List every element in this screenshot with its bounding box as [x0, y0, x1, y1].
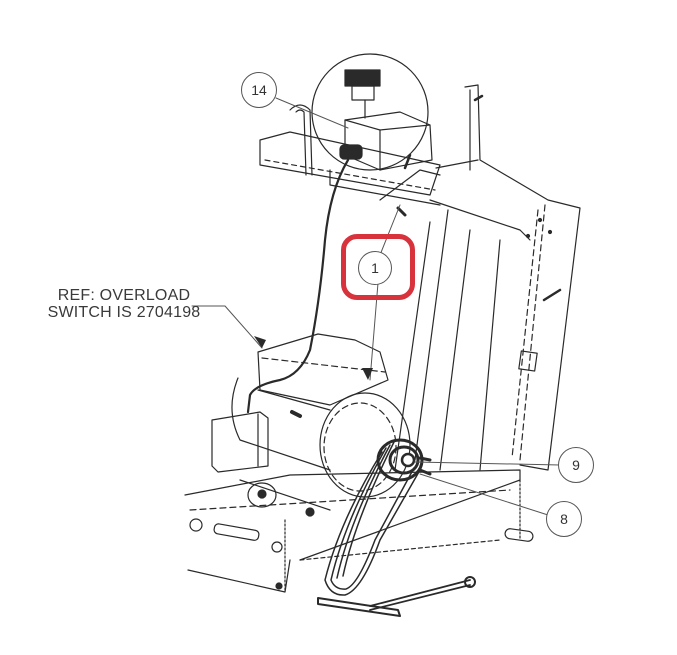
power-cord [246, 158, 350, 414]
motor [211, 333, 411, 517]
reference-note-line-1: REF: OVERLOAD [57, 287, 191, 304]
reference-note: REF: OVERLOAD SWITCH IS 2704198 [24, 287, 224, 321]
callout-14[interactable]: 14 [241, 72, 277, 108]
handle-bar [259, 104, 441, 206]
pulley-belt [324, 438, 432, 596]
callout-1[interactable]: 1 [358, 251, 392, 285]
callout-1-label: 1 [371, 260, 379, 276]
reference-note-line-2: SWITCH IS 2704198 [47, 304, 201, 321]
overload-switch [339, 69, 433, 217]
callout-14-label: 14 [251, 82, 267, 98]
callout-8[interactable]: 8 [546, 501, 582, 537]
callout-9[interactable]: 9 [558, 447, 594, 483]
frame-column [394, 84, 581, 471]
detail-circle [311, 53, 429, 171]
base-platform [184, 469, 534, 617]
callout-8-label: 8 [560, 511, 568, 527]
leader-lines [191, 97, 561, 516]
callout-9-label: 9 [572, 457, 580, 473]
callout-1-highlight-box [341, 234, 415, 300]
